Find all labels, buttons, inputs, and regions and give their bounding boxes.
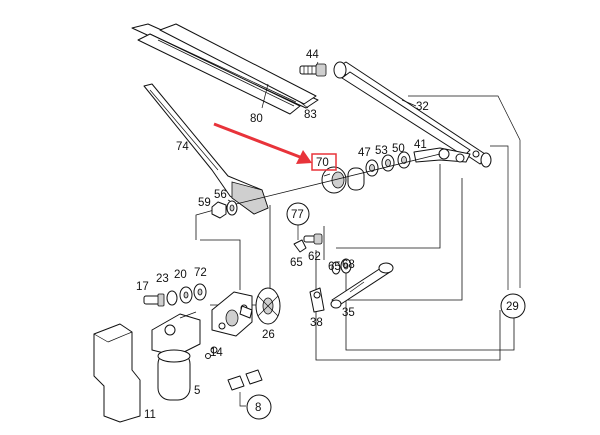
link-rod-35 <box>330 262 394 309</box>
highlight-box-70 <box>311 153 337 171</box>
label-41: 41 <box>414 139 427 151</box>
label-23: 23 <box>156 273 169 285</box>
leader-lines <box>227 61 417 240</box>
mounting-plate-14 <box>211 291 253 337</box>
label-20: 20 <box>174 269 187 281</box>
nut-washer-59-56 <box>211 200 238 219</box>
label-62: 62 <box>308 251 321 263</box>
small-screws <box>205 346 218 359</box>
label-47: 47 <box>358 147 371 159</box>
label-11: 11 <box>144 409 156 421</box>
label-56: 56 <box>214 189 227 201</box>
label-38: 38 <box>310 317 323 329</box>
label-65-upper: 65 <box>290 257 303 269</box>
wiper-arm <box>143 83 269 215</box>
fasteners-65-62 <box>293 233 323 253</box>
clips-8 <box>227 369 263 407</box>
bracket-29 <box>408 95 521 290</box>
label-77: 77 <box>291 209 304 221</box>
link-38 <box>309 287 325 313</box>
label-80: 80 <box>250 113 263 125</box>
label-59: 59 <box>198 197 211 209</box>
label-72: 72 <box>194 267 207 279</box>
label-74: 74 <box>176 141 189 153</box>
label-14: 14 <box>210 347 223 359</box>
label-8: 8 <box>255 402 261 414</box>
wiper-motor <box>151 311 201 401</box>
label-53: 53 <box>375 145 388 157</box>
label-70: 70 <box>316 157 329 169</box>
label-83: 83 <box>304 109 317 121</box>
crank-41 <box>413 147 471 163</box>
callout-circle-77 <box>286 202 310 226</box>
fasteners-17-23-20 <box>143 283 207 307</box>
linkage-rod <box>333 61 492 168</box>
label-5: 5 <box>194 385 200 397</box>
label-65-lower: 65 <box>328 261 341 273</box>
label-32: 32 <box>416 101 429 113</box>
label-50: 50 <box>392 143 405 155</box>
stud-44 <box>299 63 327 77</box>
label-35: 35 <box>342 307 355 319</box>
motor-cover <box>93 323 141 423</box>
crank-disc-26 <box>255 287 281 325</box>
callout-circle-8 <box>246 394 272 420</box>
highlight-arrow <box>213 122 312 164</box>
wiper-blade <box>131 23 319 115</box>
label-29: 29 <box>506 301 519 313</box>
label-26: 26 <box>262 329 275 341</box>
washers-65-68 <box>331 258 352 275</box>
label-68: 68 <box>342 259 355 271</box>
callout-circle-29 <box>500 293 526 319</box>
label-44: 44 <box>306 49 319 61</box>
part-labels: 44 80 83 32 74 70 47 53 50 41 59 56 77 6… <box>136 49 519 421</box>
label-17: 17 <box>136 281 149 293</box>
